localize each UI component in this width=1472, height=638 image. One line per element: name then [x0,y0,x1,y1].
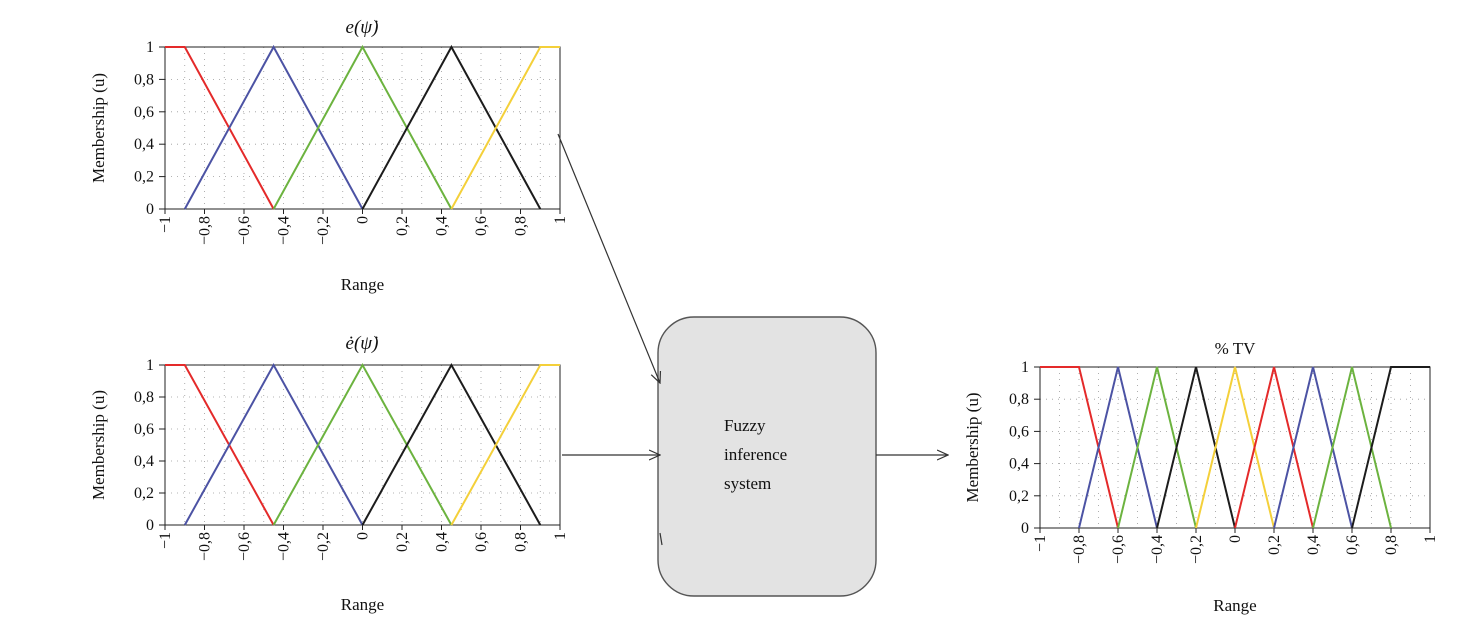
connector-stub [659,532,663,546]
y-tick-label: 0 [146,201,154,218]
x-tick-label: −0,4 [276,532,293,561]
y-tick-label: 0,2 [134,169,154,186]
y-tick-label: 1 [146,357,154,374]
plot-title: e(ψ̇) [346,17,379,38]
x-tick-label: −0,2 [315,216,332,245]
x-tick-label: 0 [1227,535,1244,543]
y-tick-label: 0,4 [134,453,154,470]
series-black-3 [361,44,542,210]
plot-grid [1040,367,1430,528]
connectors [557,133,948,546]
series-green-7 [1312,366,1392,529]
y-tick-label: 0 [146,517,154,534]
x-tick-label: −0,8 [1071,535,1088,564]
y-tick-label: 1 [1021,359,1029,376]
x-tick-label: 0,4 [434,216,451,236]
x-tick-label: −0,2 [315,532,332,561]
plot-grid [165,47,560,209]
y-tick-label: 0,8 [134,389,154,406]
fis-label-line-3: system [724,474,771,493]
x-tick-label: −0,2 [1188,535,1205,564]
x-tick-label: −0,8 [197,216,214,245]
x-tick-label: −0,6 [1110,535,1127,564]
series-yellow-4 [450,364,560,526]
x-tick-label: 1 [1422,535,1439,543]
x-tick-label: 0,8 [513,216,530,236]
y-axis-label: Membership (u) [963,392,982,502]
series-red-0 [1040,366,1119,529]
plot-grid [165,365,560,525]
x-tick-label: 0 [355,532,372,540]
y-tick-label: 0,2 [134,485,154,502]
y-tick-label: 0,8 [1009,391,1029,408]
x-tick-label: −0,6 [236,216,253,245]
x-tick-label: 1 [552,532,569,540]
x-tick-label: 0,2 [394,532,411,552]
y-tick-label: 0,2 [1009,488,1029,505]
arrow-error-to-fis [557,133,660,383]
y-tick-label: 0,4 [1009,456,1029,473]
fuzzy-inference-system-block: Fuzzy inference system [657,316,877,597]
series-green-2 [1117,366,1197,529]
plot-error_rate: 0 0,2 0,4 0,6 0,8 1 −1 −0,8 −0,6 −0,4 −0,2 0 0,2 0,4 0… [89,333,569,614]
x-tick-label: 0,6 [473,216,490,236]
series-red-5 [1234,366,1314,529]
series-blue-1 [183,44,364,210]
series-blue-1 [183,362,364,526]
plot-title: % TV [1215,339,1256,358]
y-tick-label: 1 [146,39,154,56]
x-axis-label: Range [341,595,384,614]
y-axis-label: Membership (u) [89,390,108,500]
series-yellow-4 [450,46,560,210]
x-tick-label: 0,4 [1305,535,1322,555]
fis-label-line-1: Fuzzy [724,416,766,435]
series-black-8 [1351,366,1430,529]
x-tick-label: 0,8 [513,532,530,552]
y-tick-label: 0,6 [1009,423,1029,440]
plot-output_tv: 0 0,2 0,4 0,6 0,8 1 −1 −0,8 −0,6 −0,4 −0,2 0 0,2 0,4 0… [963,339,1439,615]
y-axis-label: Membership (u) [89,73,108,183]
x-axis-label: Range [341,275,384,294]
x-tick-label: 0 [355,216,372,224]
plot-error: 0 0,2 0,4 0,6 0,8 1 −1 −0,8 −0,6 −0,4 −0,2 0 0,2 0,4 0… [89,17,569,294]
x-tick-label: 0,2 [1266,535,1283,555]
y-tick-label: 0,4 [134,136,154,153]
x-tick-label: −0,4 [1149,535,1166,564]
series-black-3 [361,362,542,526]
series-yellow-4 [1195,366,1275,529]
series-red-0 [165,364,275,526]
x-tick-label: 0,2 [394,216,411,236]
x-tick-label: −1 [157,532,174,549]
x-tick-label: 0,6 [473,532,490,552]
series-green-2 [272,362,453,526]
y-tick-label: 0,6 [134,421,154,438]
series-blue-1 [1078,366,1158,529]
y-tick-label: 0,6 [134,104,154,121]
y-tick-label: 0 [1021,520,1029,537]
x-tick-label: 0,8 [1383,535,1400,555]
plot-title: ė(ψ̇) [346,333,379,354]
x-tick-label: 0,6 [1344,535,1361,555]
fis-label-line-2: inference [724,445,787,464]
y-tick-label: 0,8 [134,71,154,88]
x-tick-label: 1 [552,216,569,224]
x-tick-label: −0,8 [197,532,214,561]
series-blue-6 [1273,366,1353,529]
x-tick-label: −0,4 [276,216,293,245]
x-tick-label: −0,6 [236,532,253,561]
x-tick-label: 0,4 [434,532,451,552]
x-axis-label: Range [1213,596,1256,615]
series-black-3 [1156,366,1236,529]
x-tick-label: −1 [157,216,174,233]
series-green-2 [272,44,453,210]
x-tick-label: −1 [1032,535,1049,552]
series-red-0 [165,46,275,210]
membership-plots: 0 0,2 0,4 0,6 0,8 1 −1 −0,8 −0,6 −0,4 −0,2 0 0,2 0,4 0… [89,17,1439,615]
